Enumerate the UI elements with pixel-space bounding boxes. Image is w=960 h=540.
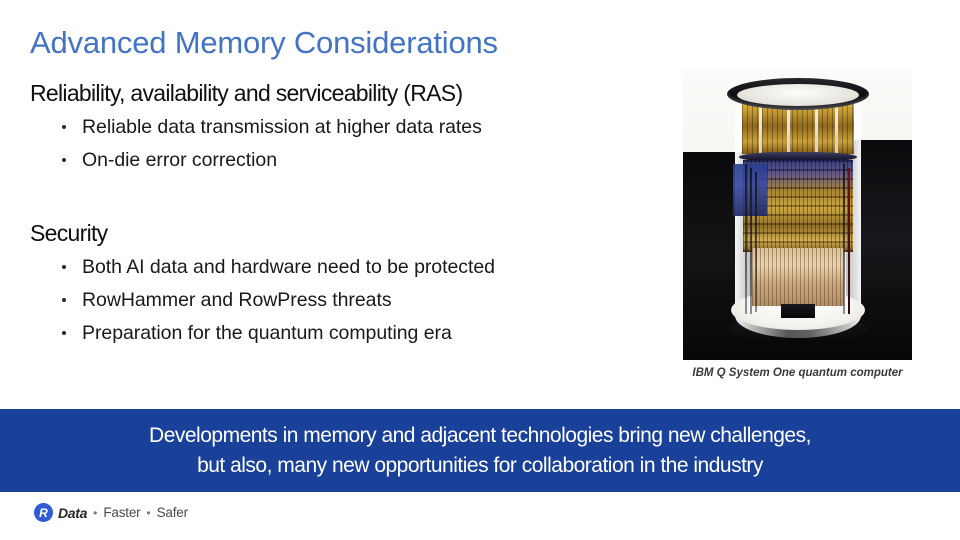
list-item: RowHammer and RowPress threats <box>30 289 660 312</box>
logo-word-data: Data <box>58 504 88 521</box>
page-title: Advanced Memory Considerations <box>30 25 498 60</box>
bullet-dot-icon <box>62 158 66 162</box>
section-heading-security: Security <box>30 220 108 246</box>
list-item-label: Both AI data and hardware need to be pro… <box>82 256 495 278</box>
quantum-computer-photo <box>683 68 912 360</box>
section-heading-ras: Reliability, availability and serviceabi… <box>30 80 463 106</box>
bullet-dot-icon <box>62 331 66 335</box>
photo-support-rod <box>759 96 762 162</box>
bullet-list-security: Both AI data and hardware need to be pro… <box>30 256 660 345</box>
bullet-dot-icon <box>62 298 66 302</box>
photo-support-rod <box>815 96 818 162</box>
photo-cryostat-foot <box>780 304 815 318</box>
logo-separator-1: • <box>93 505 98 520</box>
photo-caption: IBM Q System One quantum computer <box>692 367 903 379</box>
summary-banner: Developments in memory and adjacent tech… <box>0 409 960 492</box>
list-item-label: Preparation for the quantum computing er… <box>82 322 452 344</box>
photo-support-rod <box>787 96 790 162</box>
bullet-dot-icon <box>62 125 66 129</box>
photo-cylinder-top-inner <box>737 84 859 106</box>
list-item: Preparation for the quantum computing er… <box>30 322 660 345</box>
list-item-label: RowHammer and RowPress threats <box>82 289 392 311</box>
logo-word-faster: Faster <box>103 505 141 520</box>
list-item: Both AI data and hardware need to be pro… <box>30 256 660 279</box>
rambus-logo-icon: R <box>34 503 53 522</box>
photo-cryostat-plate <box>738 152 857 162</box>
bullet-list-ras: Reliable data transmission at higher dat… <box>30 116 660 172</box>
photo-cable <box>745 164 747 314</box>
content-body: Reliability, availability and serviceabi… <box>30 78 660 345</box>
photo-cable <box>755 172 757 312</box>
list-item: Reliable data transmission at higher dat… <box>30 116 660 139</box>
logo-separator-2: • <box>146 505 151 520</box>
summary-banner-text: Developments in memory and adjacent tech… <box>149 423 811 477</box>
photo-cable <box>750 168 752 314</box>
bullet-dot-icon <box>62 265 66 269</box>
list-item-label: On-die error correction <box>82 149 278 171</box>
photo-cryostat-lower-stage <box>751 248 844 306</box>
logo-word-safer: Safer <box>156 505 188 520</box>
footer-logo: R Data • Faster • Safer <box>34 503 188 522</box>
photo-support-rod <box>835 96 838 154</box>
list-item: On-die error correction <box>30 149 660 172</box>
photo-cable <box>843 164 845 314</box>
list-item-label: Reliable data transmission at higher dat… <box>82 116 482 138</box>
photo-cable <box>848 168 850 314</box>
